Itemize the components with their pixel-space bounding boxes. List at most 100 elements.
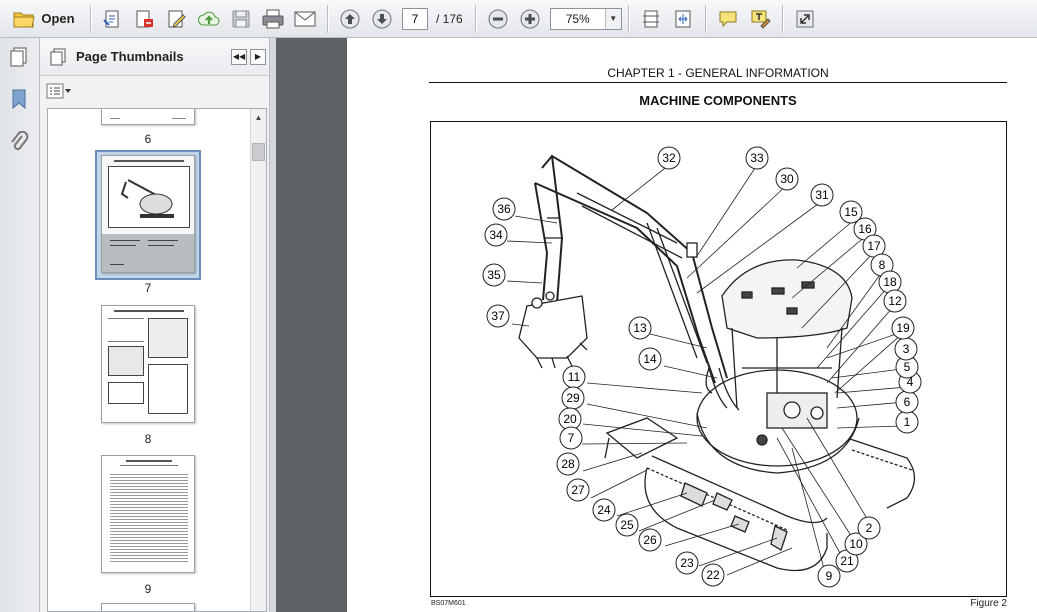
callout-25: 25 bbox=[615, 513, 639, 537]
previous-page-button[interactable] bbox=[334, 4, 366, 34]
toolbar-separator bbox=[327, 4, 328, 33]
zoom-select[interactable]: 75% ▼ bbox=[549, 7, 622, 30]
svg-text:37: 37 bbox=[491, 309, 505, 323]
callout-5: 5 bbox=[895, 355, 919, 379]
fit-width-button[interactable] bbox=[667, 4, 699, 34]
svg-text:33: 33 bbox=[750, 151, 764, 165]
thumbnail-page-8[interactable] bbox=[101, 305, 195, 423]
header-rule bbox=[429, 82, 1007, 83]
callout-35: 35 bbox=[482, 263, 506, 287]
zoom-out-button[interactable] bbox=[482, 4, 514, 34]
callout-26: 26 bbox=[638, 528, 662, 552]
document-page: CHAPTER 1 - GENERAL INFORMATION MACHINE … bbox=[347, 38, 1037, 612]
thumbnail-page-7[interactable] bbox=[101, 155, 195, 273]
svg-text:20: 20 bbox=[563, 412, 577, 426]
fit-page-icon bbox=[642, 10, 659, 27]
thumbnails-header: Page Thumbnails ◀◀ ▶ bbox=[40, 38, 269, 76]
create-pdf-icon bbox=[103, 10, 119, 27]
export-pdf-button[interactable] bbox=[129, 4, 161, 34]
scroll-up-icon[interactable]: ▲ bbox=[254, 112, 263, 122]
highlight-icon bbox=[751, 10, 771, 29]
page-total-label: / 176 bbox=[436, 11, 463, 26]
svg-text:9: 9 bbox=[826, 569, 833, 583]
open-label: Open bbox=[41, 11, 75, 26]
fullscreen-button[interactable] bbox=[789, 4, 821, 34]
pages-icon bbox=[50, 48, 66, 65]
section-title: MACHINE COMPONENTS bbox=[639, 93, 797, 108]
thumbnail-page-10[interactable] bbox=[101, 603, 195, 611]
expand-panel-button[interactable]: ▶ bbox=[250, 48, 266, 65]
comment-button[interactable] bbox=[712, 4, 744, 34]
upload-cloud-icon bbox=[197, 11, 220, 25]
callout-6: 6 bbox=[895, 390, 919, 414]
thumbnail-options[interactable] bbox=[40, 76, 269, 106]
svg-text:18: 18 bbox=[883, 275, 897, 289]
callout-33: 33 bbox=[745, 146, 769, 170]
thumbnail-list[interactable]: 6 7 8 bbox=[47, 108, 267, 612]
paperclip-icon bbox=[11, 131, 29, 150]
svg-text:22: 22 bbox=[706, 568, 720, 582]
toolbar-separator bbox=[781, 4, 783, 33]
save-icon bbox=[232, 10, 250, 27]
zoom-in-button[interactable] bbox=[514, 4, 546, 34]
create-pdf-button[interactable] bbox=[97, 4, 129, 34]
svg-text:13: 13 bbox=[633, 321, 647, 335]
callout-28: 28 bbox=[556, 452, 580, 476]
bookmarks-toggle[interactable] bbox=[6, 86, 32, 112]
svg-text:36: 36 bbox=[497, 202, 511, 216]
fit-page-button[interactable] bbox=[635, 4, 667, 34]
svg-text:28: 28 bbox=[561, 457, 575, 471]
svg-text:30: 30 bbox=[780, 172, 794, 186]
save-button[interactable] bbox=[225, 4, 257, 34]
next-page-button[interactable] bbox=[366, 4, 398, 34]
callout-15: 15 bbox=[839, 200, 863, 224]
svg-text:17: 17 bbox=[867, 239, 881, 253]
svg-text:27: 27 bbox=[571, 483, 585, 497]
svg-text:1: 1 bbox=[904, 415, 911, 429]
print-button[interactable] bbox=[257, 4, 289, 34]
page-thumbnails-toggle[interactable] bbox=[6, 44, 32, 70]
edit-pdf-button[interactable] bbox=[161, 4, 193, 34]
upload-cloud-button[interactable] bbox=[193, 4, 225, 34]
callout-32: 32 bbox=[657, 146, 681, 170]
svg-text:25: 25 bbox=[620, 518, 634, 532]
callout-13: 13 bbox=[628, 316, 652, 340]
svg-text:19: 19 bbox=[896, 321, 910, 335]
svg-text:8: 8 bbox=[879, 258, 886, 272]
callout-31: 31 bbox=[810, 183, 834, 207]
thumbnail-page-9[interactable] bbox=[101, 455, 195, 573]
thumbnail-scrollbar[interactable]: ▲ bbox=[250, 109, 266, 611]
thumbnail-page-6[interactable] bbox=[101, 109, 195, 125]
callout-21: 21 bbox=[835, 549, 859, 573]
callout-29: 29 bbox=[561, 386, 585, 410]
callout-14: 14 bbox=[638, 347, 662, 371]
svg-text:15: 15 bbox=[844, 205, 858, 219]
callout-9: 9 bbox=[817, 564, 841, 588]
svg-text:4: 4 bbox=[907, 375, 914, 389]
toolbar-separator bbox=[704, 4, 706, 33]
machine-components-diagram: 32 33 30 31 36 34 35 37 15 16 17 8 18 12… bbox=[482, 146, 922, 588]
callout-20: 20 bbox=[558, 407, 582, 431]
thumbnail-label: 8 bbox=[144, 432, 152, 446]
svg-text:31: 31 bbox=[815, 188, 829, 202]
email-button[interactable] bbox=[289, 4, 321, 34]
svg-text:10: 10 bbox=[849, 537, 863, 551]
edit-pdf-icon bbox=[168, 10, 186, 28]
zoom-value: 75% bbox=[565, 11, 590, 26]
callout-34: 34 bbox=[484, 223, 508, 247]
open-button[interactable]: Open bbox=[4, 4, 84, 34]
callout-17: 17 bbox=[862, 234, 886, 258]
scrollbar-thumb[interactable] bbox=[252, 143, 265, 161]
chevron-down-icon[interactable]: ▼ bbox=[604, 8, 621, 29]
attachments-toggle[interactable] bbox=[6, 130, 32, 156]
svg-text:12: 12 bbox=[888, 294, 902, 308]
callout-23: 23 bbox=[675, 551, 699, 575]
svg-text:32: 32 bbox=[662, 151, 676, 165]
callout-30: 30 bbox=[775, 167, 799, 191]
current-page-input[interactable] bbox=[402, 7, 428, 30]
collapse-panel-button[interactable]: ◀◀ bbox=[231, 48, 247, 65]
panel-splitter[interactable] bbox=[270, 38, 276, 612]
highlight-button[interactable] bbox=[744, 4, 776, 34]
svg-text:6: 6 bbox=[904, 395, 911, 409]
toolbar-separator bbox=[627, 4, 629, 33]
